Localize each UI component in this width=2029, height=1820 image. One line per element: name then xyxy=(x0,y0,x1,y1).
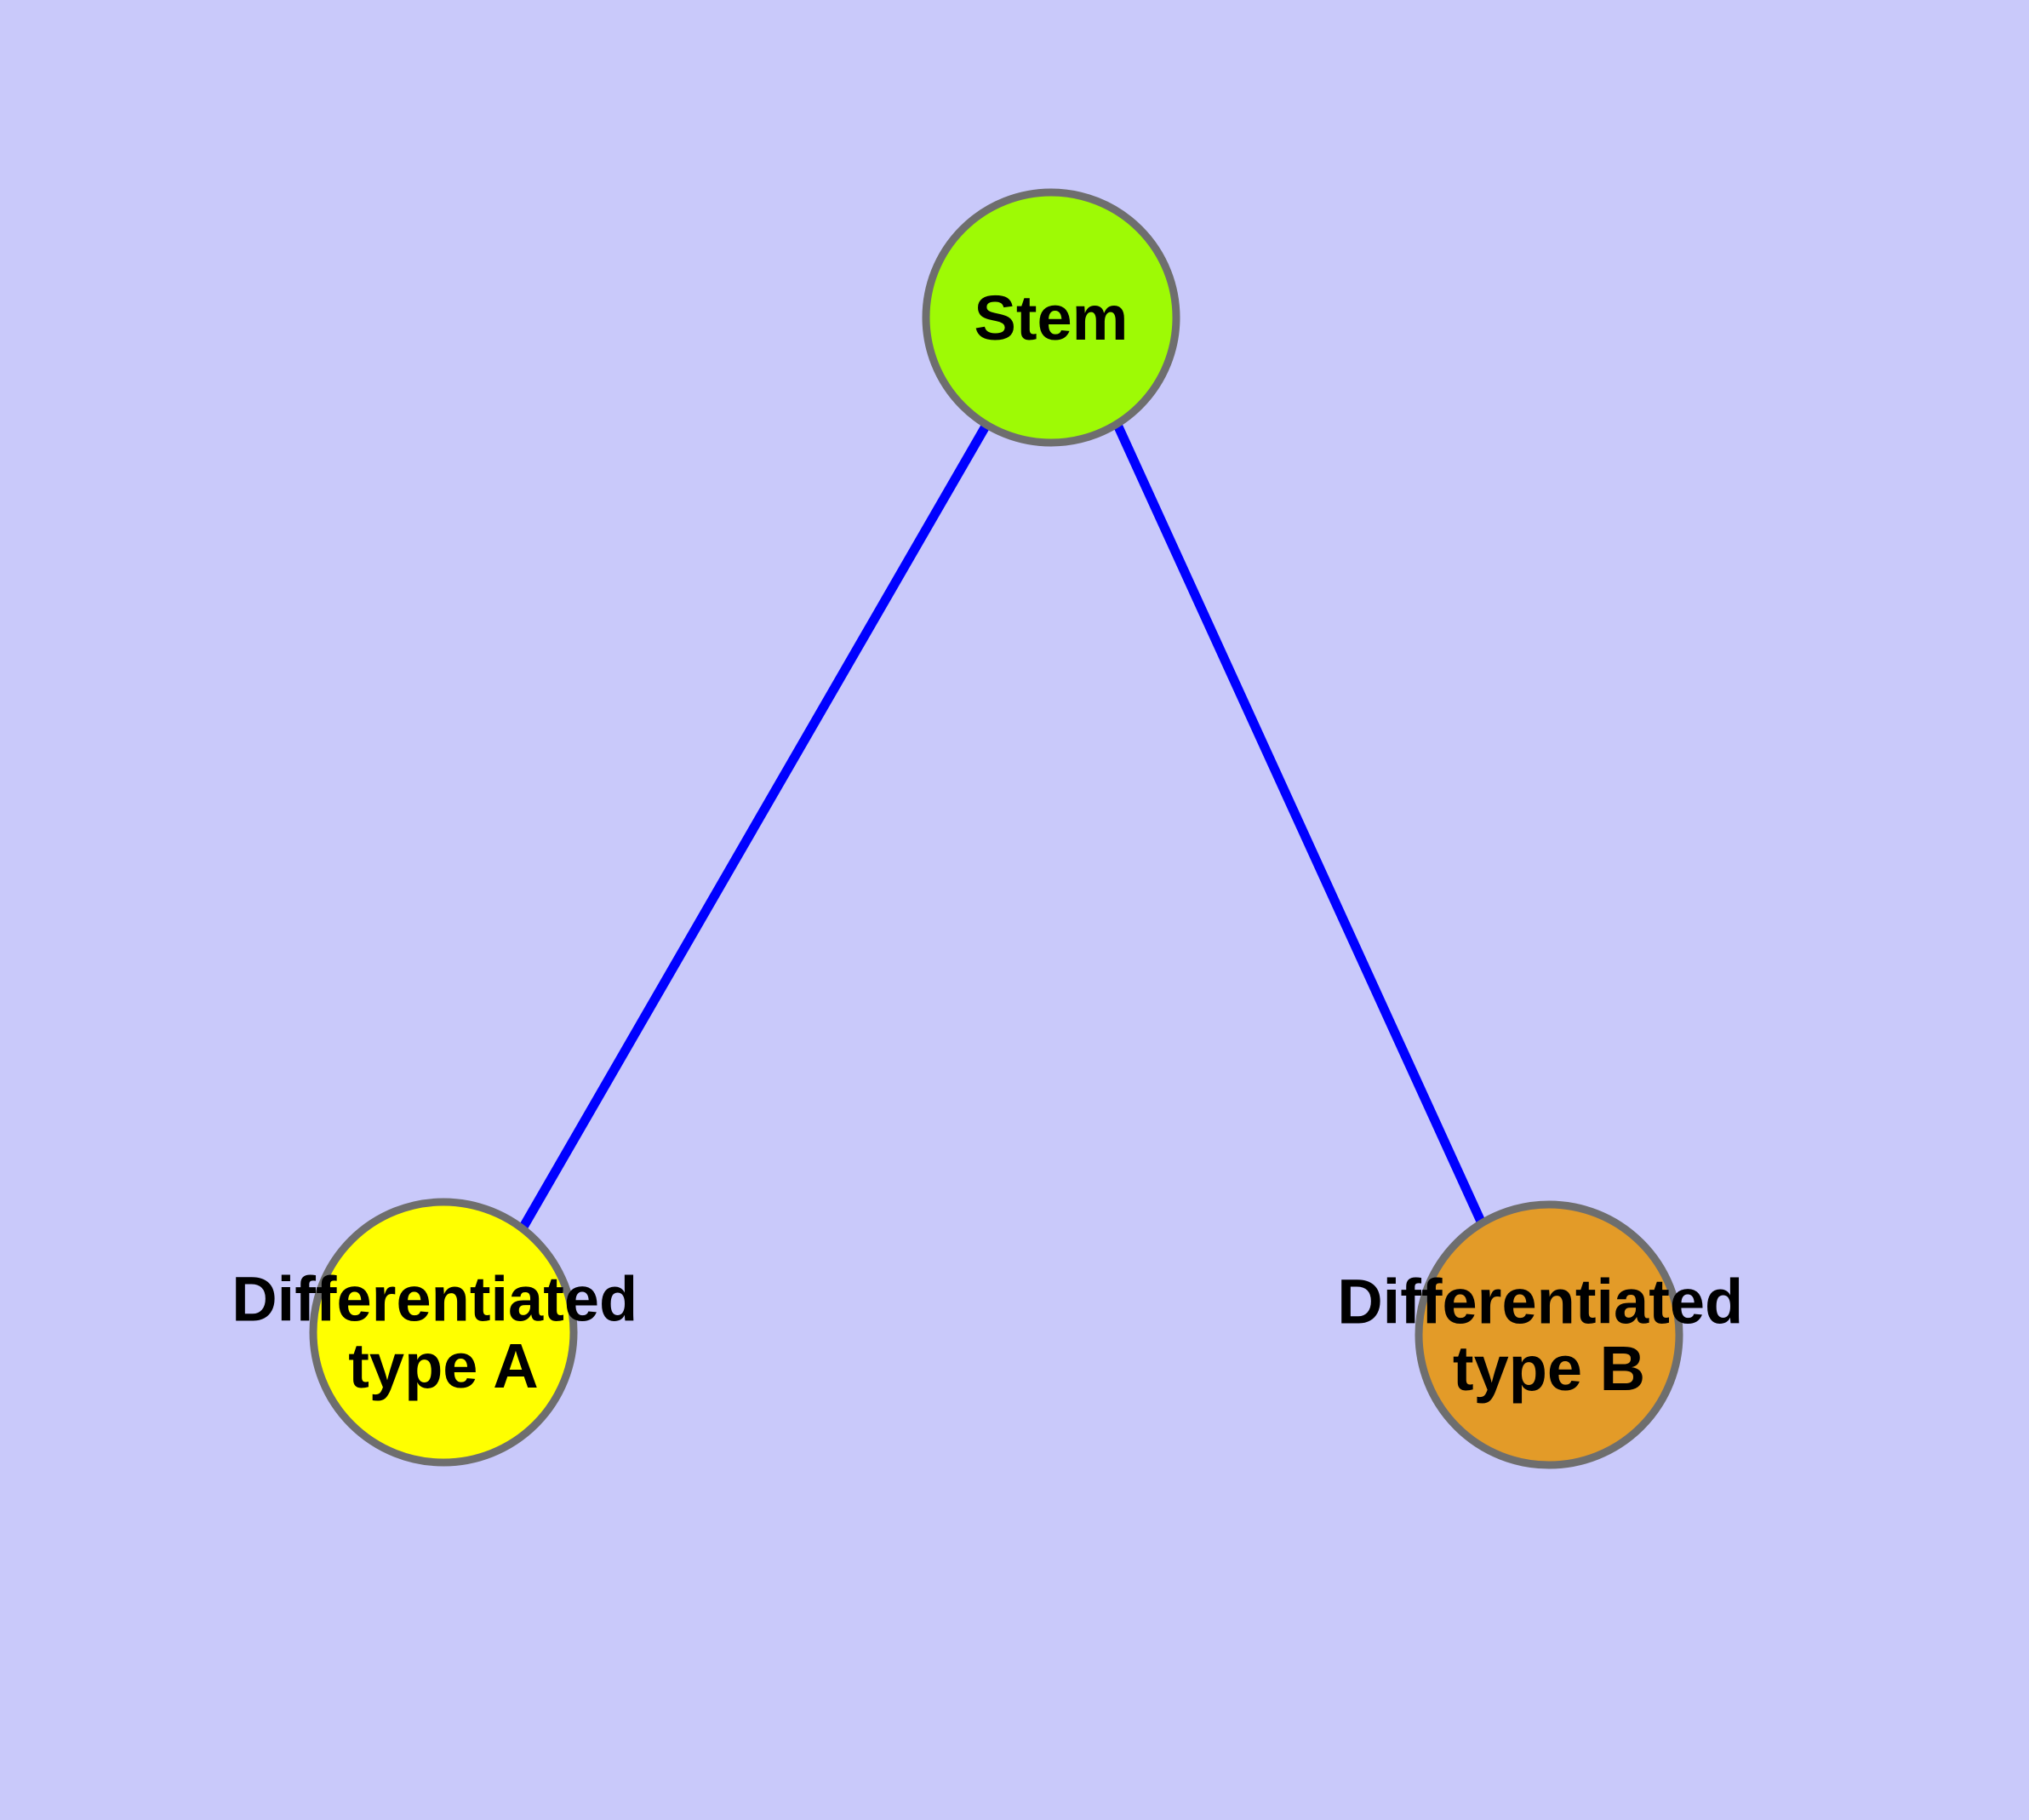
node-diff-a-circle[interactable] xyxy=(309,1198,578,1467)
edge-stem-to-diff-b[interactable] xyxy=(1112,422,1487,1226)
node-diff-b-label: Differentiated type B xyxy=(1337,1267,1761,1404)
edge-stem-to-diff-a[interactable] xyxy=(518,422,991,1231)
node-diff-b-circle[interactable] xyxy=(1415,1200,1683,1469)
node-layer: Stem Differentiated type A Differentiate… xyxy=(231,188,1761,1469)
node-stem-circle[interactable] xyxy=(922,188,1180,447)
node-stem[interactable]: Stem xyxy=(922,188,1180,447)
node-stem-label: Stem xyxy=(974,283,1129,353)
node-diff-a-label-line-0: Differentiated xyxy=(231,1264,637,1335)
node-diff-b-label-line-0: Differentiated xyxy=(1337,1267,1743,1337)
node-diff-a-label: Differentiated type A xyxy=(231,1264,655,1401)
node-diff-a-label-line-1: type A xyxy=(348,1331,538,1401)
node-stem-label-line-0: Stem xyxy=(974,283,1129,353)
node-diff-b[interactable]: Differentiated type B xyxy=(1337,1200,1761,1469)
edge-layer xyxy=(518,422,1487,1231)
node-diff-b-label-line-1: type B xyxy=(1453,1333,1645,1404)
node-diff-a[interactable]: Differentiated type A xyxy=(231,1198,655,1467)
